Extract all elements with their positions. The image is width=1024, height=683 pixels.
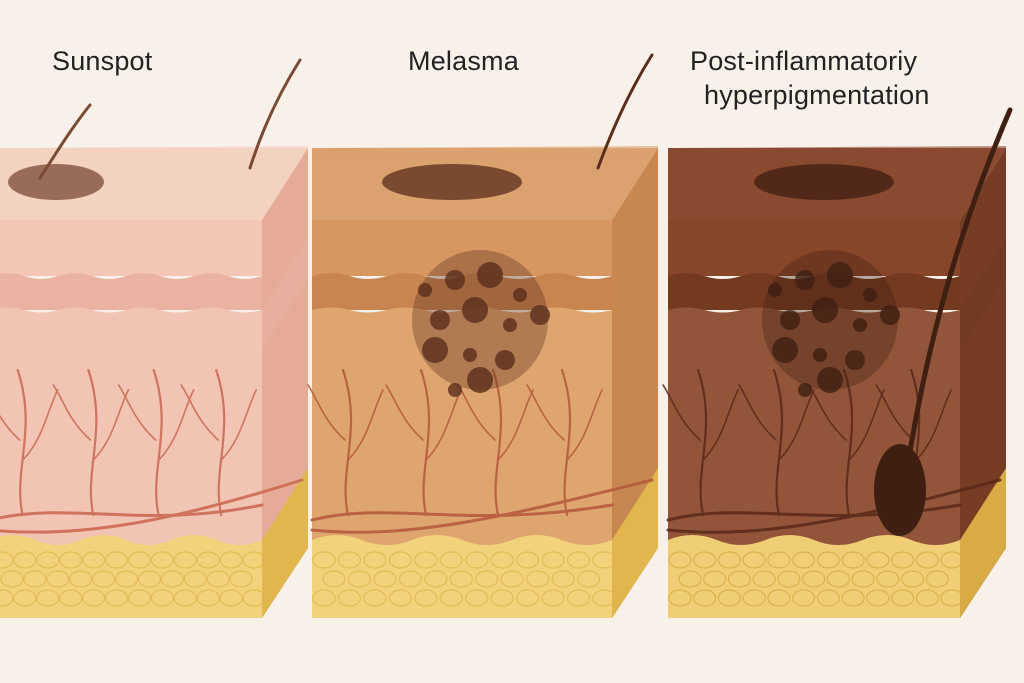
pih-surface-pigment xyxy=(754,164,894,200)
sunspot-title: Sunspot xyxy=(52,46,153,76)
pih-hair-follicle xyxy=(874,444,926,536)
melasma-dermis xyxy=(312,307,612,555)
melasma-block xyxy=(307,53,658,618)
melasma-side-fat xyxy=(612,468,658,618)
post-inflammatory-hyperpigmentation-title: Post-inflammatoriy hyperpigmentation xyxy=(690,44,1010,112)
sunspot-surface-pigment xyxy=(8,164,104,200)
sunspot-dermis xyxy=(0,307,262,555)
melasma-surface-pigment xyxy=(382,164,522,200)
pih-side-fat xyxy=(960,468,1006,618)
melasma-hairs xyxy=(596,53,654,170)
melasma-basal-layer xyxy=(312,273,612,310)
pih-epidermis xyxy=(668,220,960,276)
pih-title-line-1: Post-inflammatoriy xyxy=(690,46,918,76)
melasma-epidermis xyxy=(312,220,612,276)
melasma-subcutaneous-fat xyxy=(312,535,616,618)
pih-block xyxy=(662,107,1013,618)
sunspot-side-fat xyxy=(262,468,308,618)
sunspot-basal-layer xyxy=(0,273,262,310)
melasma-title: Melasma xyxy=(408,46,519,76)
sunspot-subcutaneous-fat xyxy=(0,535,266,618)
pih-title-line-2: hyperpigmentation xyxy=(704,80,930,110)
melasma-blood-vessels xyxy=(307,368,654,534)
pih-subcutaneous-fat xyxy=(668,535,964,618)
sunspot-hairs xyxy=(38,58,302,180)
melasma-dermal-pigment xyxy=(412,250,550,397)
pih-dermal-pigment xyxy=(762,250,900,397)
sunspot-blood-vessels xyxy=(0,368,304,534)
pih-basal-layer xyxy=(668,273,960,310)
sunspot-block xyxy=(0,58,308,618)
sunspot-epidermis xyxy=(0,220,262,276)
